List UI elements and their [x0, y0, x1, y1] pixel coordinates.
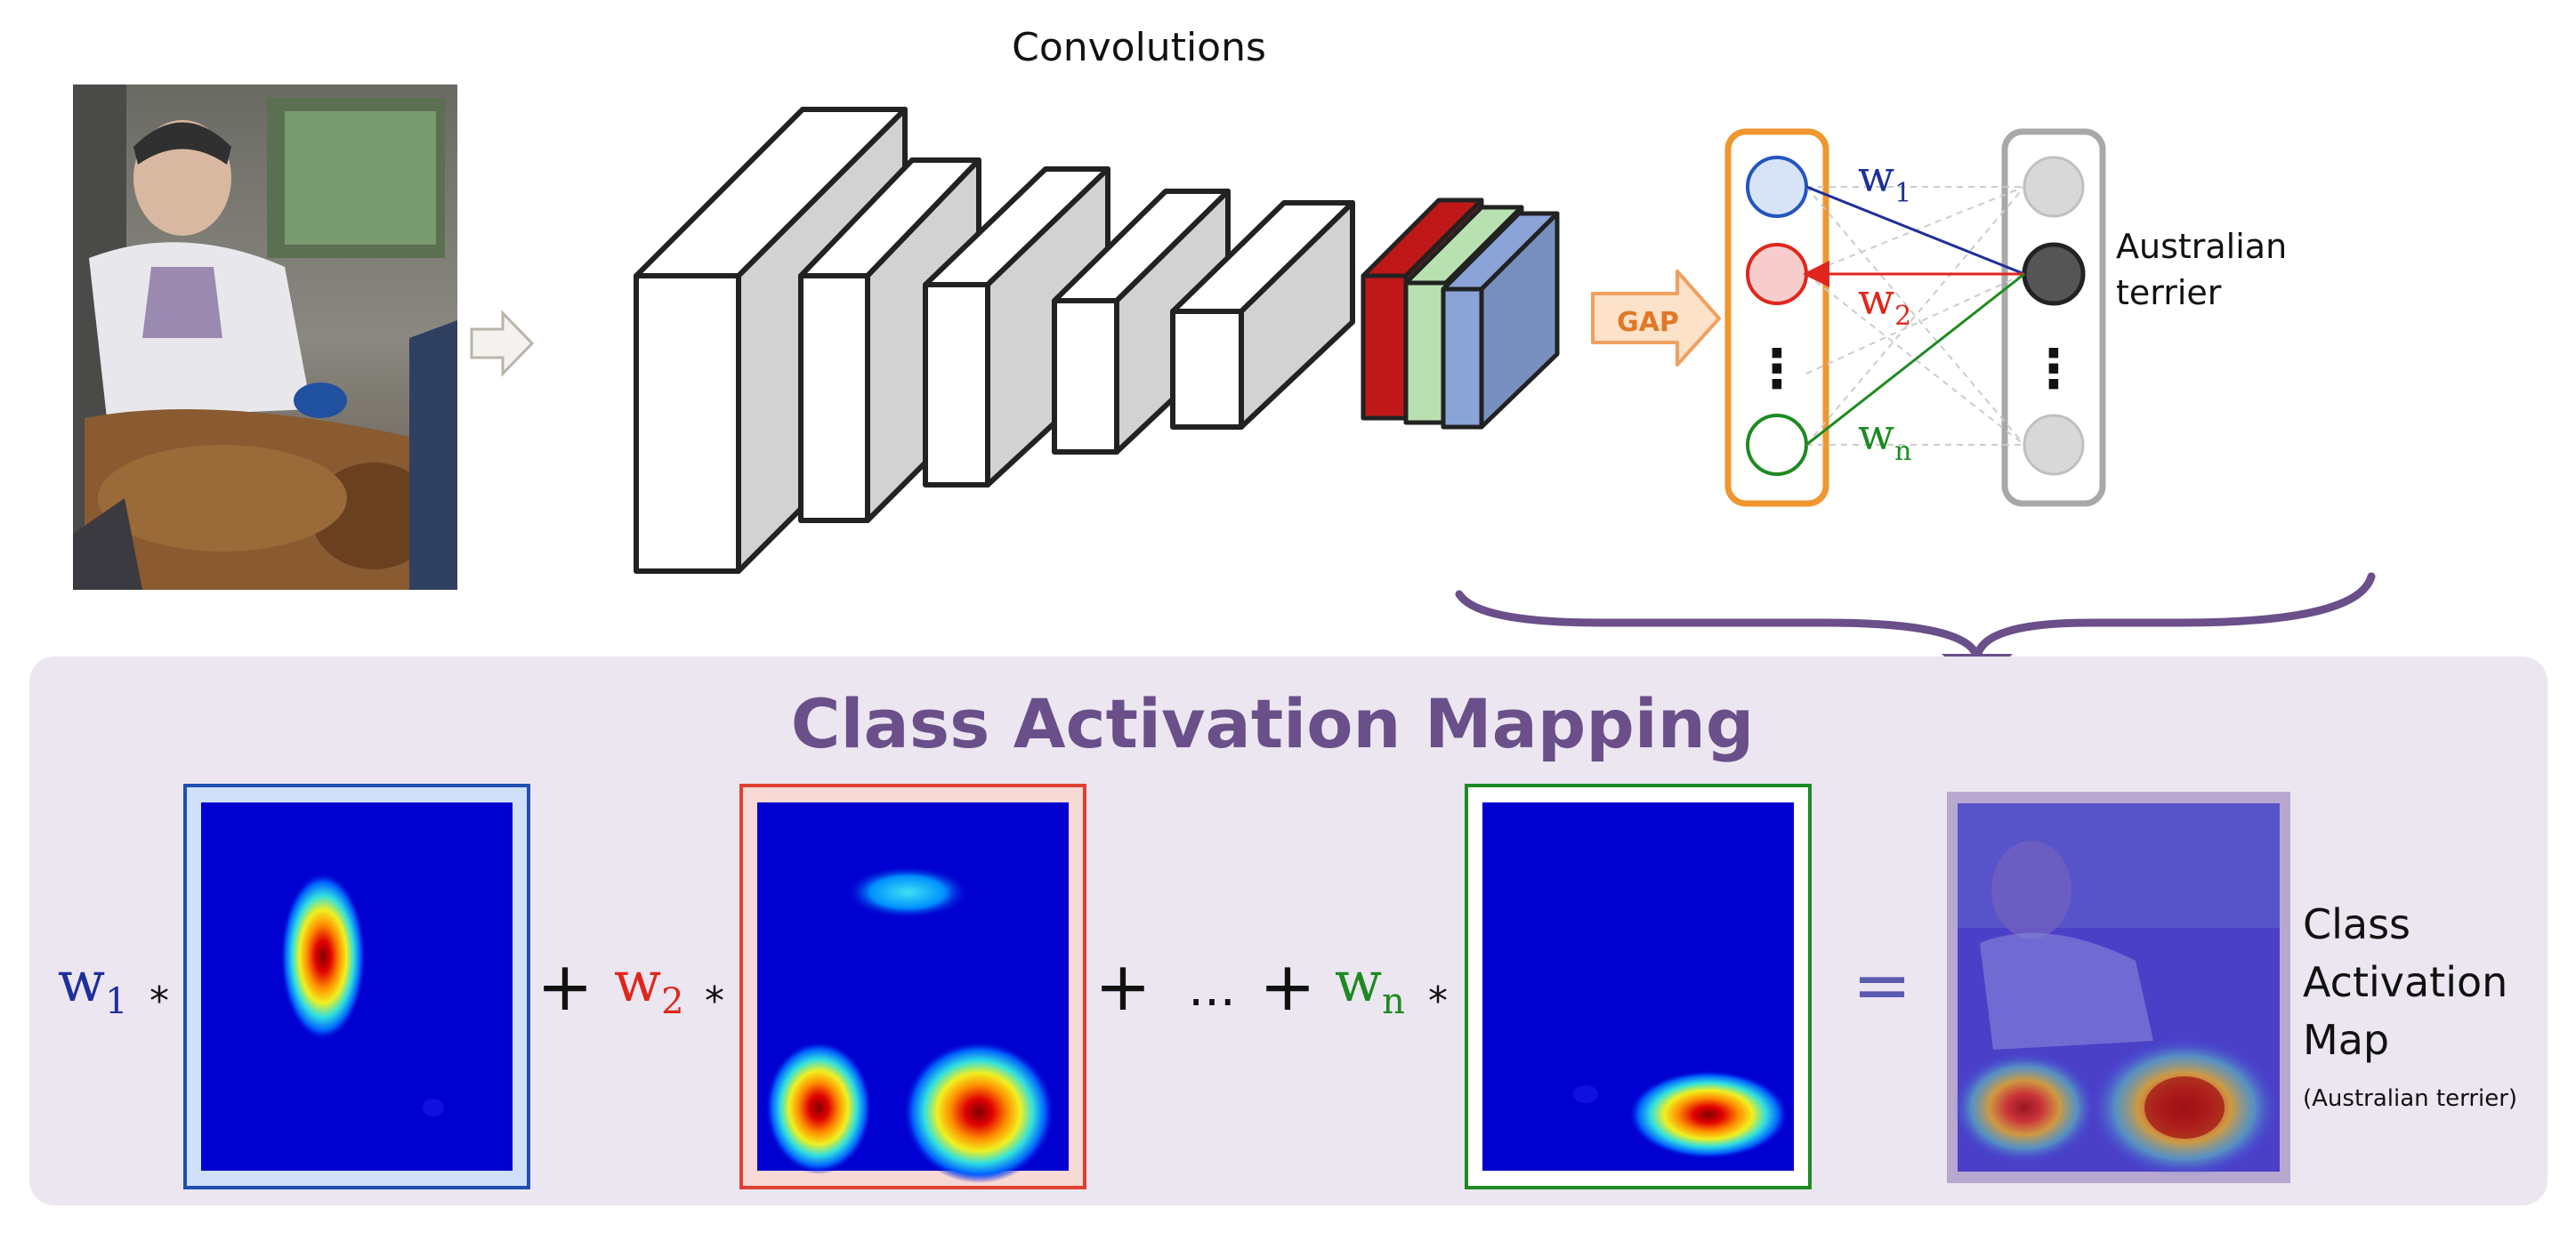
feature-map-blue	[1441, 211, 1560, 430]
weight-label-2: w2	[1858, 275, 1911, 332]
output-node-bottom	[2023, 414, 2085, 476]
conv-block-5	[1170, 200, 1355, 430]
heatmap-2	[739, 784, 1086, 1189]
class-label-line1: Australian	[2116, 227, 2287, 266]
result-label-line3: Map	[2303, 1016, 2389, 1064]
term-n-star: *	[1428, 979, 1448, 1024]
class-label-line2: terrier	[2116, 273, 2222, 312]
result-label-line1: Class	[2303, 900, 2410, 948]
cam-arrow	[1455, 572, 2376, 663]
faint-connections	[1805, 186, 2025, 446]
equals: =	[1852, 944, 1911, 1027]
output-column: ⋮	[2001, 128, 2106, 507]
heatmap-n	[1465, 784, 1812, 1189]
term-n-weight: wn	[1335, 949, 1405, 1022]
conv-block-3	[923, 166, 1110, 488]
gap-label: GAP	[1617, 307, 1679, 338]
plus-1: +	[537, 947, 594, 1026]
plus-3: +	[1259, 947, 1316, 1026]
gap-node-green	[1746, 414, 1808, 476]
cam-panel	[29, 657, 2548, 1205]
gap-arrow: GAP	[1591, 270, 1721, 367]
term-1-star: *	[149, 979, 169, 1024]
result-label-line2: Activation	[2303, 958, 2507, 1006]
input-arrow-icon	[470, 310, 535, 377]
weight-line-n	[1805, 272, 2025, 447]
weight-label-1: w1	[1858, 152, 1911, 209]
term-2-weight: w2	[614, 949, 684, 1022]
gap-column: ⋮	[1724, 128, 1829, 507]
term-1-weight: w1	[58, 949, 128, 1022]
output-node-top	[2023, 156, 2085, 218]
gap-node-blue	[1746, 156, 1808, 218]
gap-dots: ⋮	[1750, 338, 1804, 400]
gap-node-red	[1746, 243, 1808, 305]
term-2-star: *	[705, 979, 724, 1024]
weight-line-1	[1805, 185, 2025, 276]
result-map	[1947, 792, 2290, 1183]
result-label-sub: (Australian terrier)	[2303, 1085, 2517, 1112]
output-dots: ⋮	[2027, 338, 2080, 400]
heatmap-1	[183, 784, 530, 1189]
output-node-class	[2022, 242, 2086, 306]
cam-title: Class Activation Mapping	[791, 684, 1755, 763]
ellipsis: ...	[1188, 960, 1235, 1018]
input-photo	[73, 85, 457, 590]
convolutions-label: Convolutions	[1012, 25, 1266, 70]
weight-label-n: wn	[1858, 410, 1911, 467]
plus-2: +	[1094, 947, 1151, 1026]
